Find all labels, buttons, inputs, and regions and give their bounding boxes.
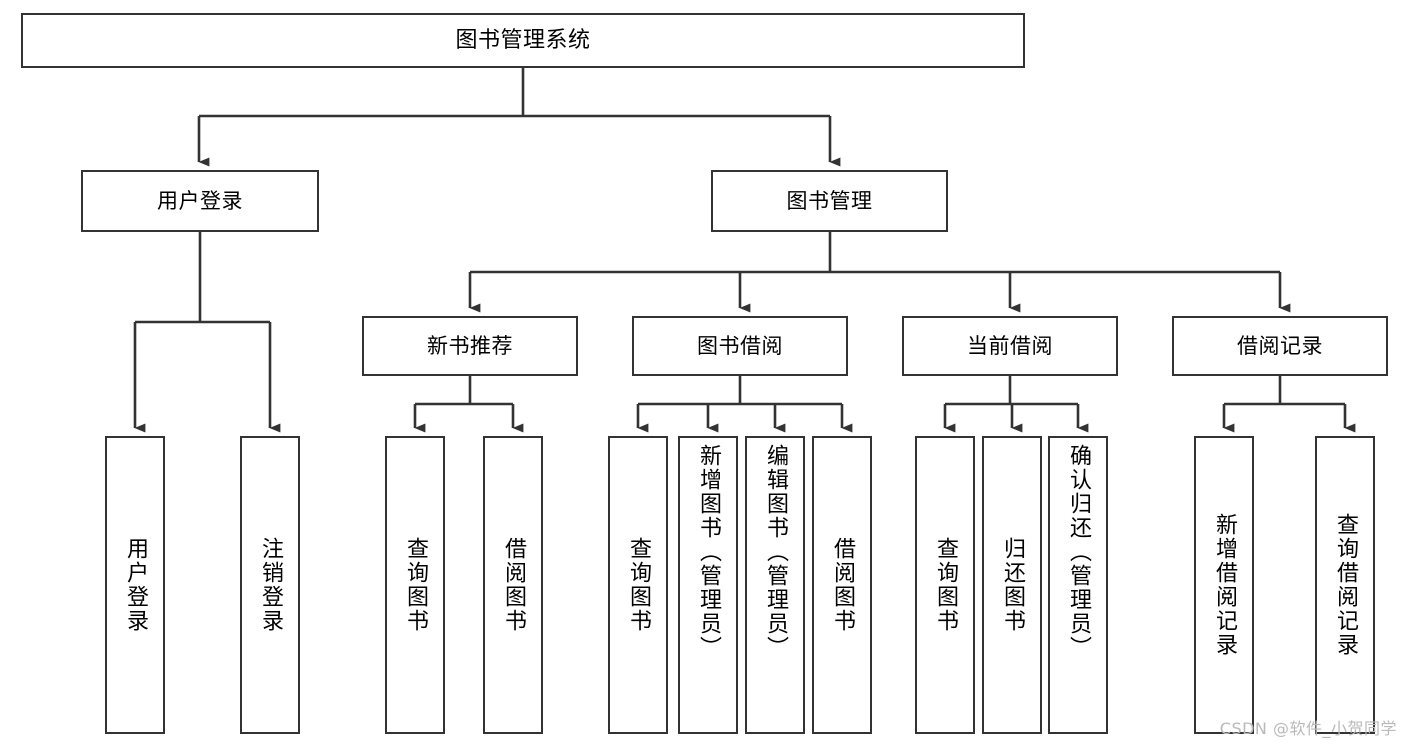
node-borrow-records[interactable]: 借阅记录: [1172, 316, 1388, 376]
node-user-login-label: 用户登录: [157, 188, 243, 213]
node-leaf-query-book-mgmt-label: 查询图书: [626, 537, 651, 633]
node-leaf-query-book-current-label: 查询图书: [933, 537, 958, 633]
node-root-label: 图书管理系统: [455, 27, 591, 53]
node-leaf-user-login-label: 用户登录: [123, 537, 148, 633]
csdn-watermark: CSDN @软件_小贺同学: [1219, 719, 1397, 738]
node-leaf-edit-book-label: 编辑图书（管理员）: [763, 444, 788, 660]
node-leaf-confirm-return[interactable]: 确认归还（管理员）: [1048, 436, 1108, 734]
node-leaf-add-record[interactable]: 新增借阅记录: [1194, 436, 1254, 734]
node-book-borrow-label: 图书借阅: [697, 333, 783, 358]
node-leaf-query-book-mgmt[interactable]: 查询图书: [608, 436, 668, 734]
node-leaf-query-book-rec[interactable]: 查询图书: [385, 436, 445, 734]
node-leaf-borrow-book[interactable]: 借阅图书: [812, 436, 872, 734]
node-new-book-recommend[interactable]: 新书推荐: [362, 316, 578, 376]
node-leaf-return-book[interactable]: 归还图书: [982, 436, 1042, 734]
node-book-management[interactable]: 图书管理: [711, 170, 948, 232]
node-current-borrow[interactable]: 当前借阅: [902, 316, 1118, 376]
node-book-management-label: 图书管理: [786, 188, 873, 213]
node-leaf-add-book[interactable]: 新增图书（管理员）: [678, 436, 738, 734]
node-leaf-query-book-rec-label: 查询图书: [403, 537, 428, 633]
node-root[interactable]: 图书管理系统: [21, 13, 1025, 68]
node-current-borrow-label: 当前借阅: [967, 333, 1053, 358]
node-leaf-borrow-book-label: 借阅图书: [830, 537, 855, 633]
node-leaf-edit-book[interactable]: 编辑图书（管理员）: [745, 436, 805, 734]
node-leaf-borrow-book-rec[interactable]: 借阅图书: [483, 436, 543, 734]
node-leaf-add-record-label: 新增借阅记录: [1212, 513, 1237, 657]
node-leaf-query-book-current[interactable]: 查询图书: [915, 436, 975, 734]
node-leaf-query-record-label: 查询借阅记录: [1333, 513, 1358, 657]
node-leaf-logout[interactable]: 注销登录: [240, 436, 300, 734]
node-book-borrow[interactable]: 图书借阅: [632, 316, 848, 376]
node-leaf-borrow-book-rec-label: 借阅图书: [501, 537, 526, 633]
node-leaf-return-book-label: 归还图书: [1000, 537, 1025, 633]
node-leaf-logout-label: 注销登录: [258, 537, 283, 633]
node-leaf-user-login[interactable]: 用户登录: [105, 436, 165, 734]
node-leaf-add-book-label: 新增图书（管理员）: [696, 444, 721, 660]
node-leaf-query-record[interactable]: 查询借阅记录: [1315, 436, 1375, 734]
node-borrow-records-label: 借阅记录: [1237, 333, 1323, 358]
node-user-login[interactable]: 用户登录: [81, 170, 319, 232]
node-leaf-confirm-return-label: 确认归还（管理员）: [1066, 444, 1091, 660]
node-new-book-recommend-label: 新书推荐: [427, 333, 513, 358]
